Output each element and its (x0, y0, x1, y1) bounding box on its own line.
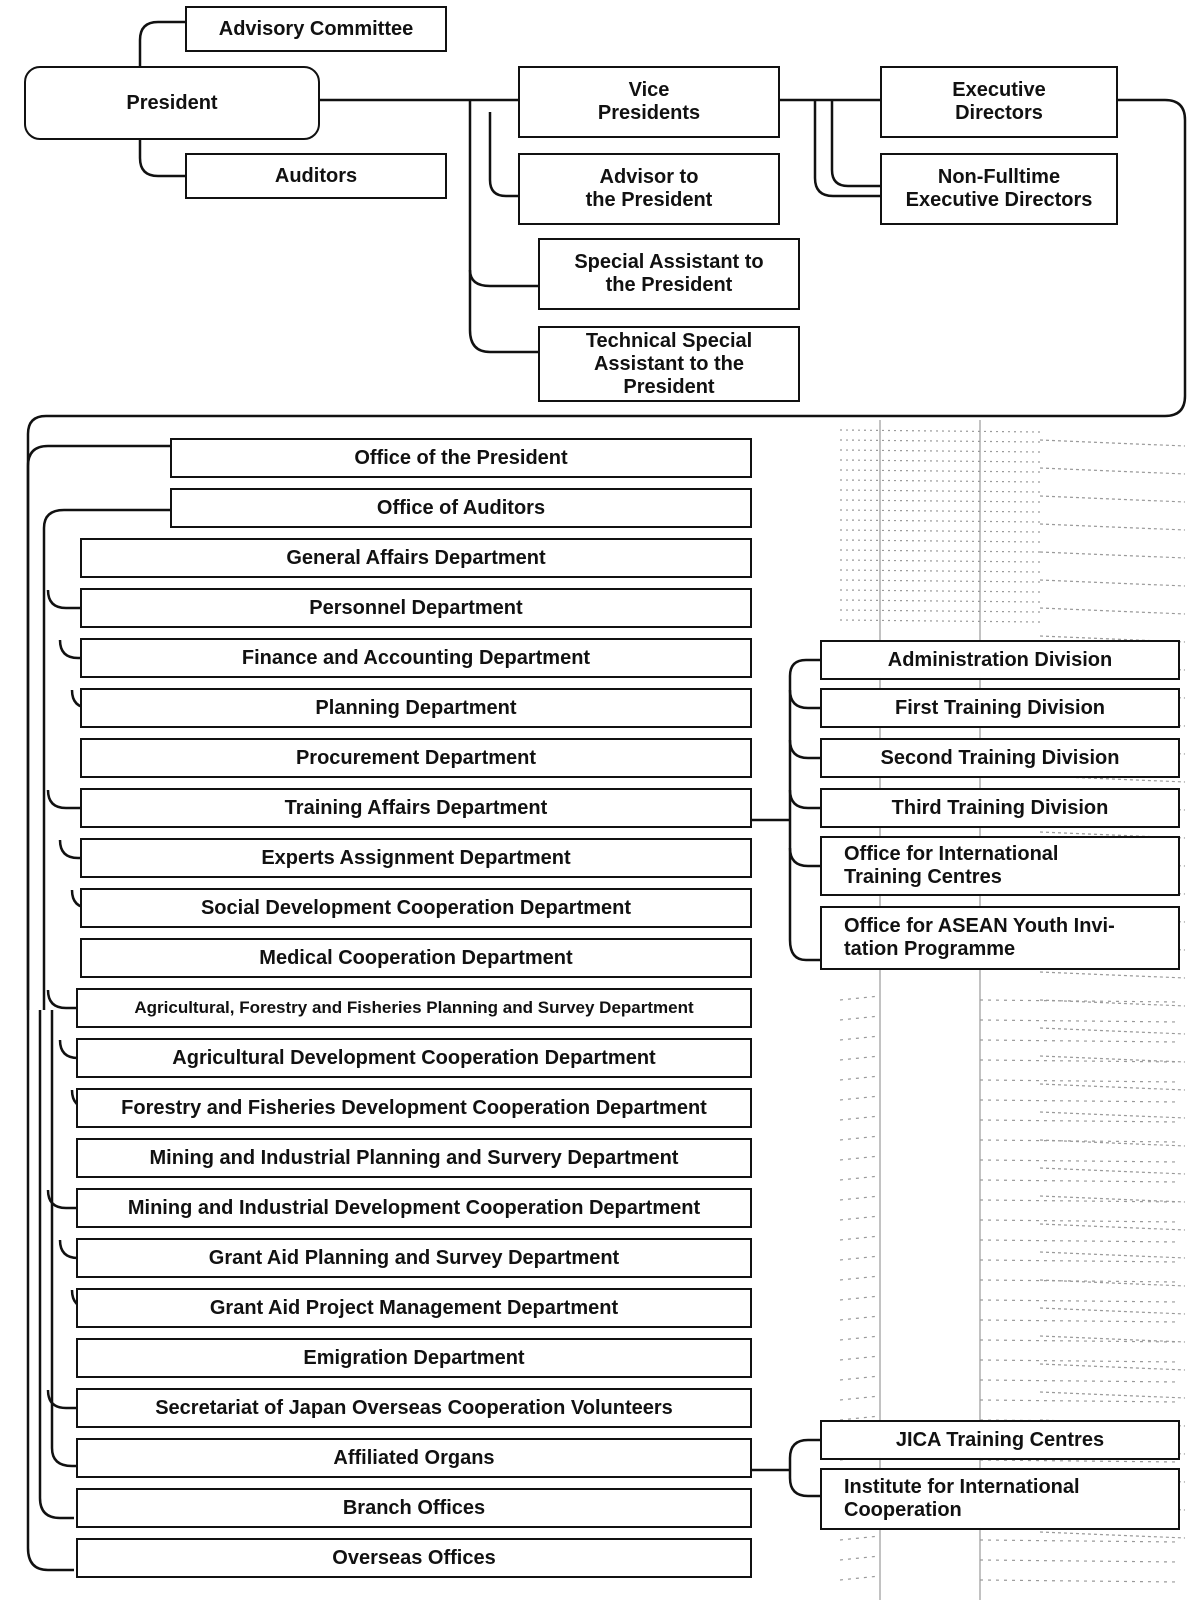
institute-for-international-cooperation-box: Institute for International Cooperation (820, 1468, 1180, 1530)
advisory-committee-box: Advisory Committee (185, 6, 447, 52)
president-box: President (24, 66, 320, 140)
training-affairs-department-box: Training Affairs Department (80, 788, 752, 828)
secretariat-of-japan-overseas-cooperation-volunteers-box: Secretariat of Japan Overseas Cooperatio… (76, 1388, 752, 1428)
second-training-division-box: Second Training Division (820, 738, 1180, 778)
mining-and-industrial-planning-and-survery-department-box: Mining and Industrial Planning and Surve… (76, 1138, 752, 1178)
emigration-department-box: Emigration Department (76, 1338, 752, 1378)
medical-cooperation-department-box: Medical Cooperation Department (80, 938, 752, 978)
grant-aid-project-management-department-box: Grant Aid Project Management Department (76, 1288, 752, 1328)
executive-directors-box: Executive Directors (880, 66, 1118, 138)
office-for-asean-youth-invi-tation-programme-box: Office for ASEAN Youth Invi- tation Prog… (820, 906, 1180, 970)
third-training-division-box: Third Training Division (820, 788, 1180, 828)
grant-aid-planning-and-survey-department-box: Grant Aid Planning and Survey Department (76, 1238, 752, 1278)
planning-department-box: Planning Department (80, 688, 752, 728)
office-of-the-president-box: Office of the President (170, 438, 752, 478)
office-for-international-training-centres-box: Office for International Training Centre… (820, 836, 1180, 896)
finance-and-accounting-department-box: Finance and Accounting Department (80, 638, 752, 678)
personnel-department-box: Personnel Department (80, 588, 752, 628)
general-affairs-department-box: General Affairs Department (80, 538, 752, 578)
overseas-offices-box: Overseas Offices (76, 1538, 752, 1578)
non-fulltime-executive-directors-box: Non-Fulltime Executive Directors (880, 153, 1118, 225)
administration-division-box: Administration Division (820, 640, 1180, 680)
office-of-auditors-box: Office of Auditors (170, 488, 752, 528)
special-assistant-box: Special Assistant to the President (538, 238, 800, 310)
social-development-cooperation-department-box: Social Development Cooperation Departmen… (80, 888, 752, 928)
agricultural-forestry-and-fisheries-planning-and-survey-department-box: Agricultural, Forestry and Fisheries Pla… (76, 988, 752, 1028)
experts-assignment-department-box: Experts Assignment Department (80, 838, 752, 878)
forestry-and-fisheries-development-cooperation-department-box: Forestry and Fisheries Development Coope… (76, 1088, 752, 1128)
jica-training-centres-box: JICA Training Centres (820, 1420, 1180, 1460)
branch-offices-box: Branch Offices (76, 1488, 752, 1528)
auditors-box: Auditors (185, 153, 447, 199)
advisor-box: Advisor to the President (518, 153, 780, 225)
first-training-division-box: First Training Division (820, 688, 1180, 728)
agricultural-development-cooperation-department-box: Agricultural Development Cooperation Dep… (76, 1038, 752, 1078)
procurement-department-box: Procurement Department (80, 738, 752, 778)
affiliated-organs-box: Affiliated Organs (76, 1438, 752, 1478)
mining-and-industrial-development-cooperation-department-box: Mining and Industrial Development Cooper… (76, 1188, 752, 1228)
technical-special-assistant-box: Technical Special Assistant to the Presi… (538, 326, 800, 402)
vice-presidents-box: Vice Presidents (518, 66, 780, 138)
